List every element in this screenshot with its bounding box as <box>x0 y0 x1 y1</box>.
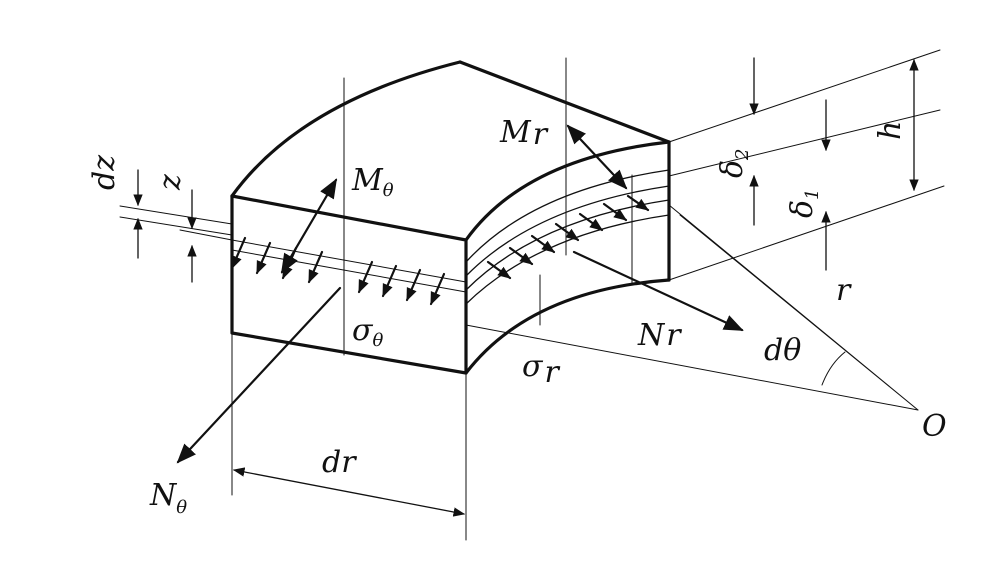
label-sigma-theta: σθ <box>352 313 383 351</box>
angle-arc <box>821 351 846 386</box>
label-z: z <box>153 174 188 191</box>
element-block <box>230 60 671 375</box>
label-delta1: δ1 <box>785 188 823 218</box>
front-face <box>230 194 468 375</box>
sigma-r-arrows <box>486 194 650 280</box>
label-d-theta: dθ <box>764 333 801 368</box>
sigma-r-arrow <box>626 194 650 212</box>
sigma-theta-arrow <box>307 250 324 284</box>
dimension-arrows <box>133 57 919 517</box>
sigma-theta-arrow <box>381 264 398 298</box>
z-guide <box>179 229 233 241</box>
n-theta-arrow <box>176 286 342 464</box>
dr-dimension <box>232 467 466 517</box>
label-sigma-r: σr <box>522 349 560 390</box>
label-delta2: δ2 <box>715 148 753 178</box>
label-m-theta: Mθ <box>351 163 394 201</box>
radius-wedge <box>668 204 919 411</box>
label-h: h <box>873 121 908 140</box>
label-dz: dz <box>87 155 122 190</box>
mid-plane-front <box>231 239 467 283</box>
middle-ref-line <box>668 109 941 177</box>
sigma-r-arrow <box>554 222 580 242</box>
label-r: r <box>836 273 852 308</box>
top-inner-arc <box>464 140 671 242</box>
sigma-theta-arrow <box>255 241 272 275</box>
dz-guide-2 <box>119 216 233 236</box>
dz-guide-1 <box>119 205 233 225</box>
sigma-theta-arrow <box>405 268 422 302</box>
layer-curve-2 <box>465 185 670 277</box>
sigma-theta-arrow <box>429 272 446 306</box>
top-ref-line <box>668 49 941 143</box>
sigma-r-arrow <box>530 234 556 254</box>
reference-lines <box>119 49 945 541</box>
layer-curve-3 <box>465 199 670 291</box>
bottom-inner-arc <box>464 278 671 375</box>
sigma-theta-arrows <box>230 236 446 306</box>
n-r-arrow <box>572 250 744 332</box>
top-outer-arc <box>230 60 462 198</box>
mid-plane-front-2 <box>231 249 467 293</box>
layer-curve-1 <box>465 169 670 263</box>
radius-line-lower <box>465 324 919 411</box>
label-o: O <box>922 409 947 444</box>
label-dr: dr <box>322 445 357 480</box>
top-far-edge <box>458 60 671 144</box>
sigma-theta-arrow <box>230 236 247 270</box>
sigma-theta-arrow <box>357 260 374 294</box>
m-r-arrow <box>566 124 628 190</box>
sigma-r-arrow <box>486 260 512 280</box>
sigma-r-arrow <box>602 202 628 222</box>
labels: Mθ Mr Nθ Nr σθ σr dz z dr dθ r O h δ2 δ1 <box>87 115 947 518</box>
bottom-ref-line <box>668 185 945 281</box>
force-arrows <box>176 124 744 464</box>
label-n-r: Nr <box>637 318 682 353</box>
sigma-r-arrow <box>578 212 604 232</box>
m-theta-arrow <box>280 178 338 274</box>
sigma-r-arrow <box>508 246 534 266</box>
label-n-theta: Nθ <box>149 478 187 518</box>
layer-curve-4 <box>465 214 670 305</box>
label-m-r: Mr <box>499 115 549 152</box>
